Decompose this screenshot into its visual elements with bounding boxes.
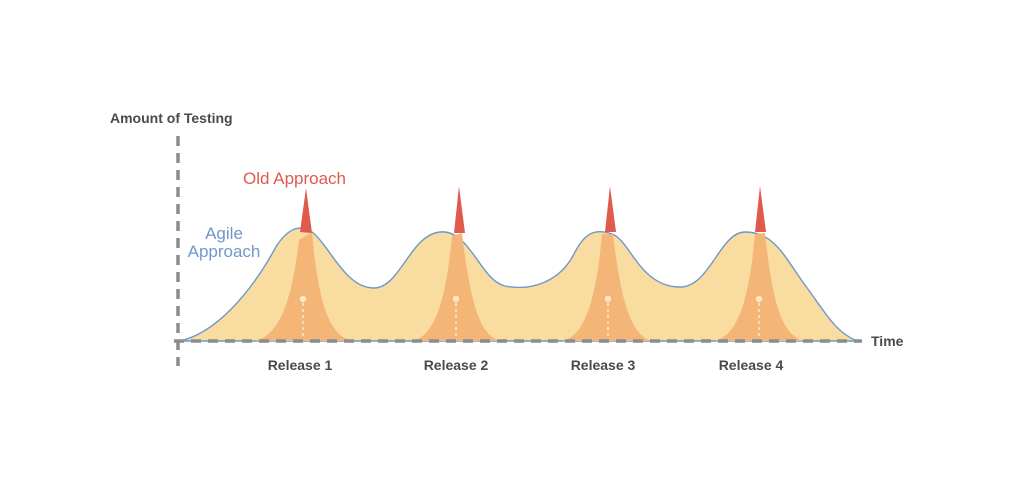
- release-marker-2: [452, 295, 460, 338]
- release-testing-peak-4: [715, 233, 804, 341]
- y-axis-label: Amount of Testing: [110, 110, 233, 126]
- release-label-3: Release 3: [571, 357, 636, 373]
- old-approach-spike-1: [300, 188, 312, 233]
- release-testing-peak-3: [563, 234, 652, 341]
- release-marker-3: [604, 295, 612, 338]
- old-approach-spike-3: [605, 186, 616, 232]
- old-approach-label: Old Approach: [243, 169, 346, 188]
- x-axis-label: Time: [871, 333, 904, 349]
- old-approach-spike-2: [454, 186, 465, 233]
- agile-approach-label-line1: Agile: [205, 224, 243, 243]
- agile-approach-label-line2: Approach: [188, 242, 261, 261]
- release-label-4: Release 4: [719, 357, 784, 373]
- release-testing-peak-2: [413, 233, 500, 341]
- release-marker-1: [299, 295, 307, 338]
- release-testing-peak-1: [255, 232, 352, 341]
- release-marker-4: [755, 295, 763, 338]
- release-label-2: Release 2: [424, 357, 489, 373]
- release-label-1: Release 1: [268, 357, 333, 373]
- old-approach-spike-4: [755, 186, 766, 232]
